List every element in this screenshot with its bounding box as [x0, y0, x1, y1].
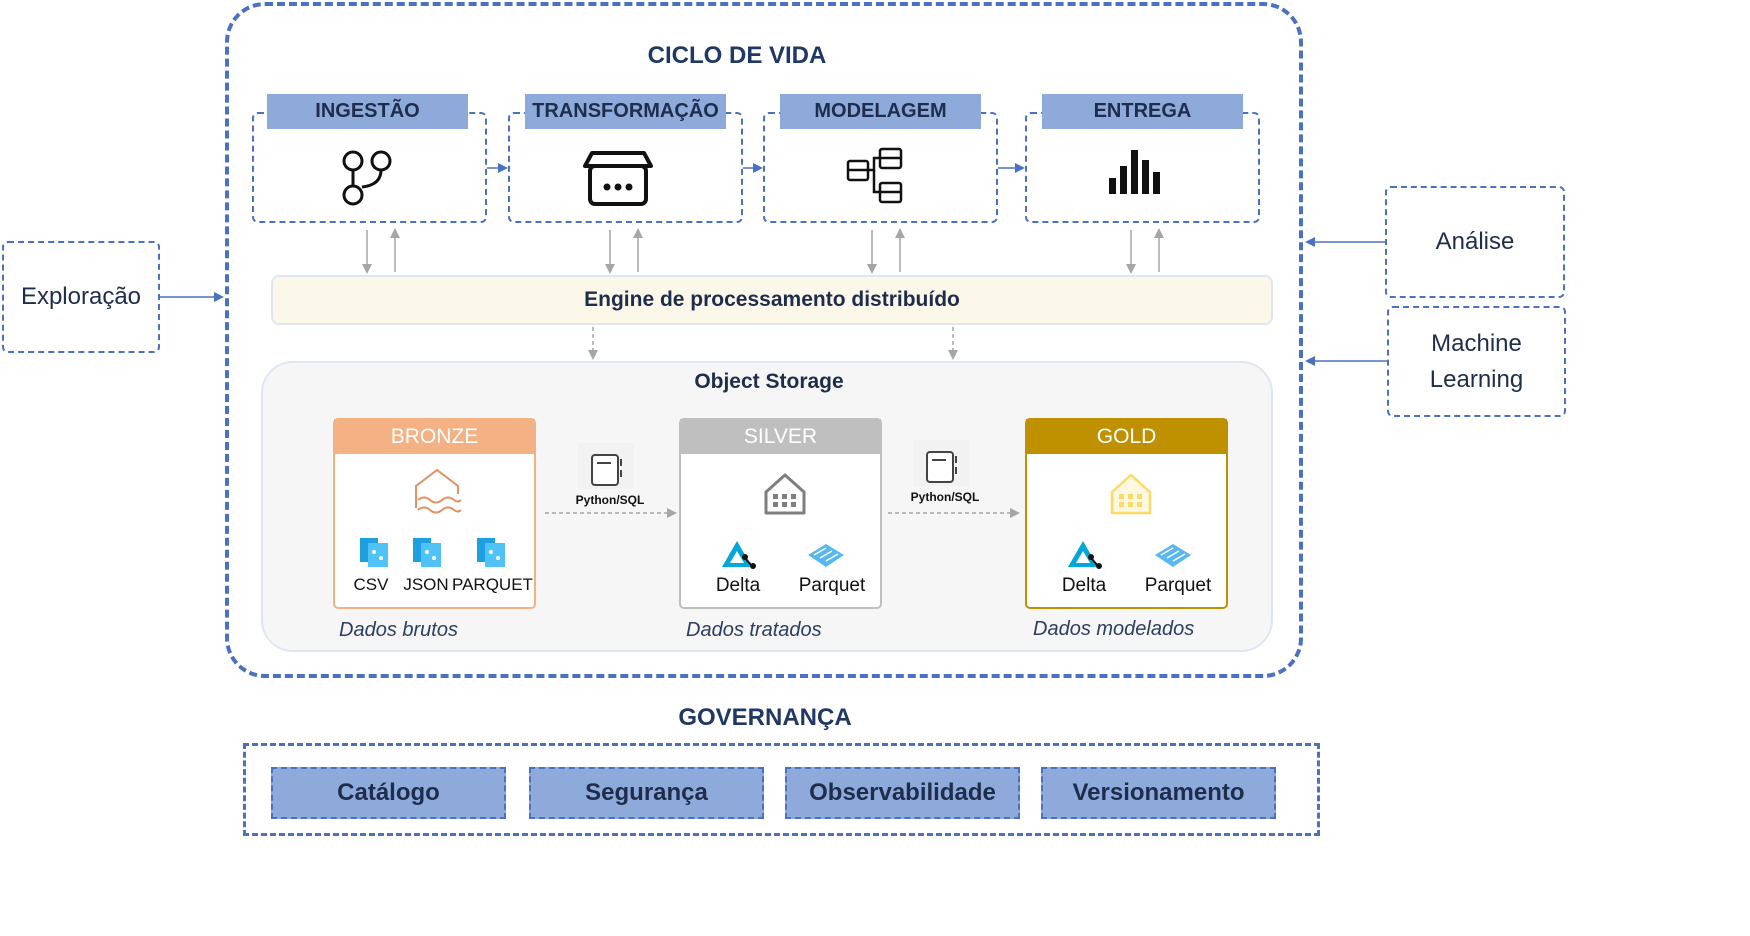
notebook-icon-1: [578, 443, 634, 489]
bronze-caption: Dados brutos: [339, 619, 458, 641]
governance-title: GOVERNANÇA: [678, 704, 852, 731]
bronze-format-csv: CSV: [353, 575, 389, 594]
stage-ingestion-box[interactable]: [252, 112, 487, 223]
stage-engine-arrows: [362, 228, 1164, 274]
lifecycle-title: CICLO DE VIDA: [647, 42, 827, 69]
stage-modeling-label: MODELAGEM: [780, 94, 981, 129]
stage-transformation-label: TRANSFORMAÇÃO: [525, 94, 726, 129]
security-button[interactable]: Segurança: [529, 767, 764, 819]
parquet-file-icon: [477, 538, 505, 567]
csv-file-icon: [360, 538, 388, 567]
bar-chart-icon: [1109, 150, 1160, 194]
silver-format-delta: Delta: [715, 575, 761, 596]
object-storage-title: Object Storage: [694, 370, 844, 393]
gold-layer-header: GOLD: [1026, 419, 1227, 454]
engine-storage-arrows: [588, 327, 958, 360]
machine-learning-label-line1: Machine: [1431, 329, 1522, 357]
exploration-box[interactable]: Exploração: [2, 241, 160, 353]
machine-learning-label-line2: Learning: [1429, 365, 1524, 393]
gold-format-parquet: Parquet: [1144, 575, 1212, 596]
store-icon: [583, 151, 653, 206]
gold-warehouse-icon: [1110, 473, 1152, 515]
machine-learning-box[interactable]: Machine Learning: [1387, 306, 1566, 417]
python-sql-label-2: Python/SQL: [910, 490, 980, 504]
bronze-layer-header: BRONZE: [334, 419, 535, 454]
stage-delivery-label: ENTREGA: [1042, 94, 1243, 129]
notebook-icon-2: [913, 440, 969, 486]
catalog-button[interactable]: Catálogo: [271, 767, 506, 819]
python-sql-label-1: Python/SQL: [575, 493, 645, 507]
silver-delta-icon: [722, 541, 756, 569]
gold-caption: Dados modelados: [1033, 618, 1195, 640]
gold-parquet-icon: [1155, 544, 1191, 567]
analysis-box[interactable]: Análise: [1385, 186, 1565, 298]
observability-button[interactable]: Observabilidade: [785, 767, 1020, 819]
silver-format-parquet: Parquet: [798, 575, 866, 596]
stage-ingestion-label: INGESTÃO: [267, 94, 468, 129]
silver-caption: Dados tratados: [686, 619, 822, 641]
processing-engine-label: Engine de processamento distribuído: [584, 288, 960, 311]
gold-format-delta: Delta: [1061, 575, 1107, 596]
data-model-icon: [846, 147, 903, 204]
governance-frame: [243, 743, 1320, 836]
silver-parquet-icon: [808, 544, 844, 567]
bronze-format-parquet: PARQUET: [452, 575, 533, 594]
gold-delta-icon: [1068, 541, 1102, 569]
silver-layer-header: SILVER: [680, 419, 881, 454]
exploration-label: Exploração: [20, 283, 142, 310]
json-file-icon: [413, 538, 441, 567]
bronze-lakehouse-icon: [415, 468, 462, 514]
bronze-format-json: JSON: [403, 575, 449, 594]
silver-warehouse-icon: [764, 473, 806, 515]
processing-engine-bar: Engine de processamento distribuído: [271, 275, 1273, 325]
lifecycle-frame: [225, 2, 1303, 678]
git-branch-icon: [342, 150, 392, 206]
versioning-button[interactable]: Versionamento: [1041, 767, 1276, 819]
analysis-label: Análise: [1435, 228, 1515, 255]
